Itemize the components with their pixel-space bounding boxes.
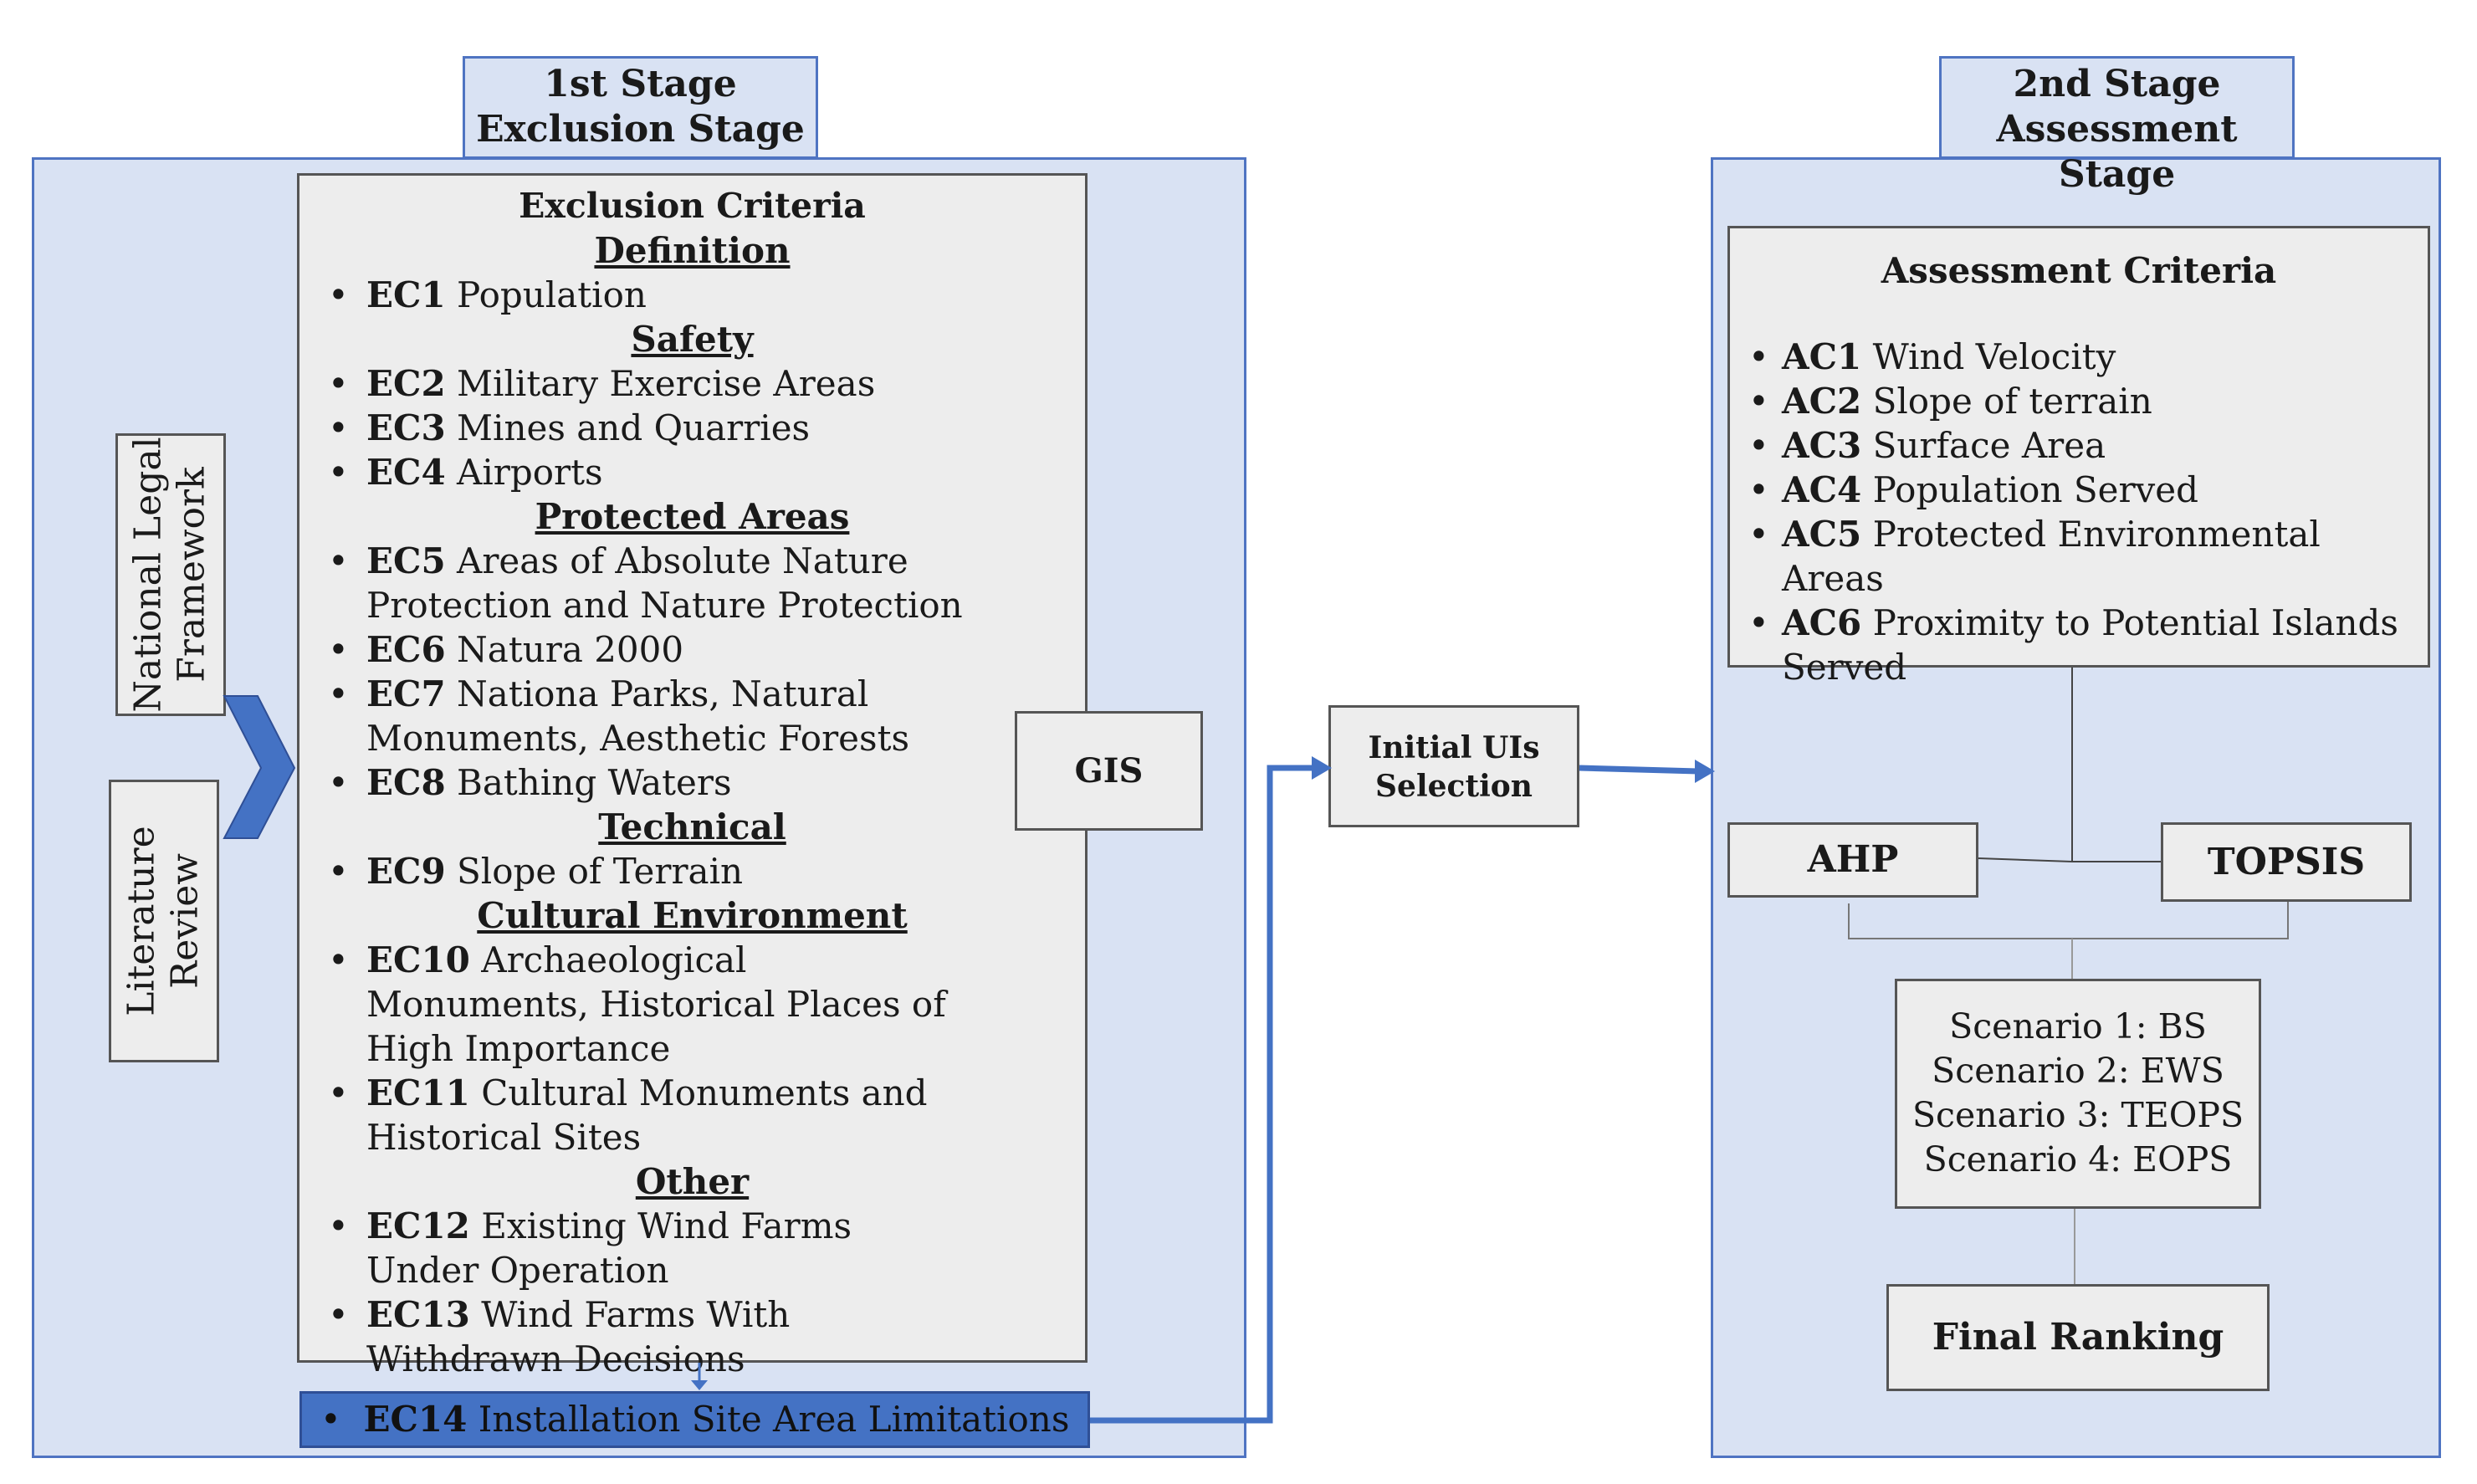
criterion-ec11: •EC11 Cultural Monuments and Historical … [328, 1072, 928, 1158]
criterion-ec8: •EC8 Bathing Waters [328, 762, 732, 803]
ec14-code: EC14 [363, 1399, 468, 1440]
methods-bracket [1848, 902, 2289, 939]
criterion-ec4: •EC4 Airports [328, 452, 603, 493]
ec14-bullet: • [320, 1399, 364, 1440]
criterion-ac5: •AC5 Protected Environmental Areas [1748, 514, 2321, 599]
ec14-down-arrowhead [691, 1380, 708, 1390]
assessment-criteria-title: Assessment Criteria [1881, 250, 2277, 291]
scenario-4: Scenario 4: EOPS [1923, 1139, 2233, 1180]
ahp-connector [1978, 857, 2073, 862]
group-heading-safety: Safety [631, 319, 754, 360]
initial-to-stage2-connector [1579, 765, 1699, 775]
group-heading-definition: Definition [594, 230, 791, 271]
criterion-ec7: •EC7 Nationa Parks, Natural Monuments, A… [328, 673, 910, 759]
criterion-ec9: •EC9 Slope of Terrain [328, 851, 744, 892]
final-ranking-box: Final Ranking [1886, 1284, 2270, 1391]
group-heading-protected-areas: Protected Areas [535, 496, 850, 537]
initial-uis-selection-box: Initial UIs Selection [1328, 705, 1579, 827]
ec14-to-initial-connector [1090, 765, 1315, 1424]
criterion-ac2: •AC2 Slope of terrain [1748, 381, 2152, 422]
group-heading-cultural-environment: Cultural Environment [477, 895, 908, 936]
ahp-label: AHP [1807, 838, 1899, 881]
stage1-title-line2: Exclusion Stage [476, 108, 805, 151]
stage1-title: 1st Stage Exclusion Stage [463, 56, 818, 159]
initial-line2: Selection [1375, 769, 1533, 804]
criterion-ec13: •EC13 Wind Farms With Withdrawn Decision… [328, 1294, 791, 1379]
stage2-title-line2: Assessment Stage [1996, 108, 2238, 196]
literature-review-box: Literature Review [109, 780, 219, 1062]
group-heading-technical: Technical [598, 806, 786, 847]
initial-line1: Initial UIs [1368, 730, 1540, 765]
criterion-ac1: •AC1 Wind Velocity [1748, 336, 2116, 377]
criterion-ac3: •AC3 Surface Area [1748, 425, 2106, 466]
initial-arrowhead [1312, 756, 1332, 780]
scenario-1: Scenario 1: BS [1949, 1006, 2207, 1046]
criterion-ac6: •AC6 Proximity to Potential Islands Serv… [1748, 602, 2398, 688]
exclusion-criteria-box: Exclusion Criteria Definition •EC1 Popul… [297, 173, 1088, 1379]
scenario-3: Scenario 3: TEOPS [1911, 1095, 2244, 1135]
topsis-label: TOPSIS [2207, 841, 2366, 883]
criterion-ec6: •EC6 Natura 2000 [328, 629, 684, 670]
criterion-ec14-bar: • EC14 Installation Site Area Limitation… [299, 1391, 1090, 1448]
criterion-ac4: •AC4 Population Served [1748, 469, 2199, 510]
scenario-2: Scenario 2: EWS [1932, 1051, 2224, 1091]
chevron-arrow-icon [223, 695, 296, 839]
stage2-title-line1: 2nd Stage [2013, 63, 2221, 105]
criterion-ec3: •EC3 Mines and Quarries [328, 407, 811, 448]
gis-label: GIS [1074, 751, 1144, 791]
final-ranking-label: Final Ranking [1932, 1316, 2224, 1359]
assessment-criteria-box: Assessment Criteria •AC1 Wind Velocity •… [1727, 226, 2430, 688]
ahp-box: AHP [1727, 822, 1978, 898]
exclusion-criteria-title: Exclusion Criteria [519, 186, 866, 226]
stage2-arrowhead [1695, 760, 1715, 783]
group-heading-other: Other [635, 1161, 750, 1202]
stage1-title-line1: 1st Stage [544, 63, 737, 105]
criterion-ec2: •EC2 Military Exercise Areas [328, 363, 876, 404]
criterion-ec12: •EC12 Existing Wind Farms Under Operatio… [328, 1205, 852, 1291]
stage2-title: 2nd Stage Assessment Stage [1939, 56, 2295, 196]
criterion-ec5: •EC5 Areas of Absolute Nature Protection… [328, 540, 963, 626]
national-legal-framework-box: National Legal Framework [115, 433, 226, 716]
topsis-box: TOPSIS [2161, 822, 2412, 902]
criterion-ec1: •EC1 Population [328, 274, 647, 315]
gis-box: GIS [1015, 711, 1203, 831]
ec14-text: Installation Site Area Limitations [467, 1399, 1070, 1440]
criterion-ec10: •EC10 Archaeological Monuments, Historic… [328, 939, 946, 1069]
scenarios-box: Scenario 1: BS Scenario 2: EWS Scenario … [1895, 979, 2261, 1209]
